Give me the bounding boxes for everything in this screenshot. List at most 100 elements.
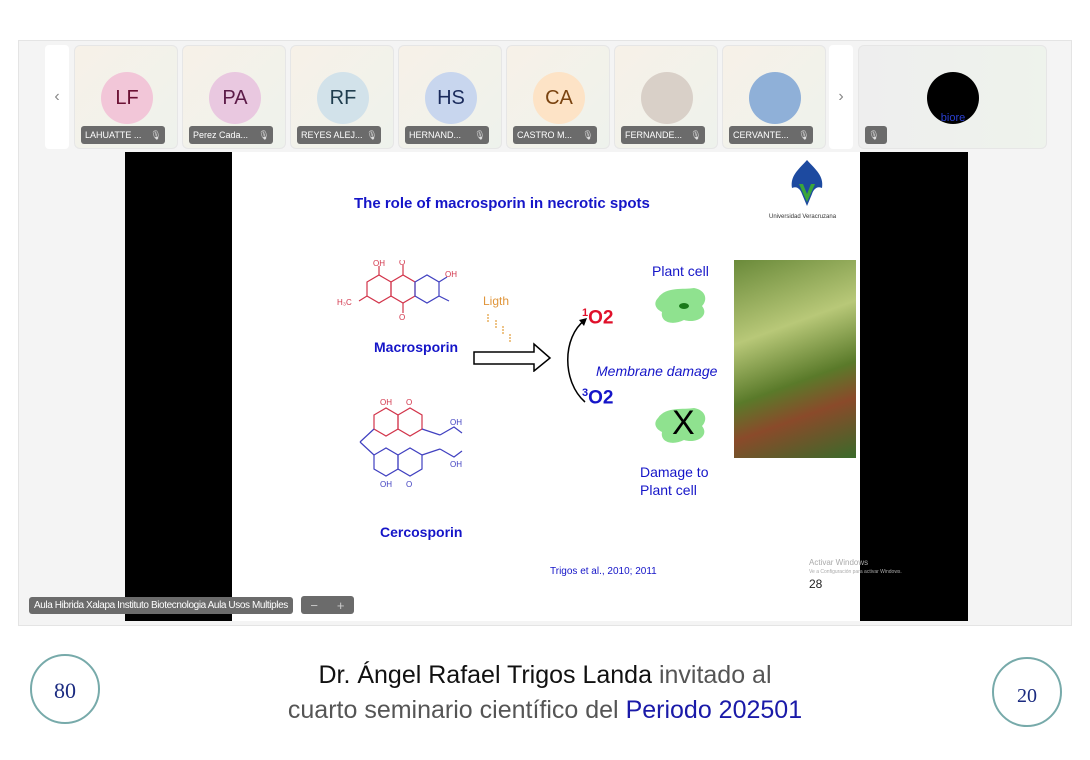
svg-text:O: O: [406, 398, 412, 407]
svg-text:O: O: [399, 313, 405, 322]
avatar-initials: LF: [115, 86, 139, 109]
event-caption: Dr. Ángel Rafael Trigos Landa invitado a…: [0, 658, 1090, 728]
plant-cell-icon: [655, 288, 706, 323]
mic-muted-badge: 🎙: [865, 126, 887, 144]
prev-participants-button[interactable]: ‹: [45, 45, 69, 149]
participant-name: FERNANDE...: [625, 130, 683, 140]
svg-text:OH: OH: [380, 398, 392, 407]
svg-text:H₃C: H₃C: [337, 298, 352, 307]
avatar: [749, 72, 801, 124]
singlet-text: O2: [588, 307, 614, 329]
uv-80-anniversary-seal: 80: [30, 654, 100, 724]
presentation-slide: The role of macrosporin in necrotic spot…: [232, 152, 902, 621]
zoom-out-button[interactable]: −: [310, 597, 318, 613]
triplet-superscript: 3: [582, 387, 589, 399]
avatar: RF: [317, 72, 369, 124]
svg-text:OH: OH: [450, 418, 462, 427]
avatar: LF: [101, 72, 153, 124]
participant-name-tag: LAHUATTE ...🎙: [81, 126, 165, 144]
next-participants-button[interactable]: ›: [829, 45, 853, 149]
caption-line1: invitado al: [652, 661, 772, 689]
participant-name: LAHUATTE ...: [85, 130, 142, 140]
membrane-damage-label: Membrane damage: [596, 363, 718, 379]
svg-text:O: O: [406, 480, 412, 489]
cercosporin-structure: OH O OH OH OH O: [359, 398, 463, 489]
participant-name-tag: Perez Cada... 🎙: [189, 126, 273, 144]
avatar: PA: [209, 72, 261, 124]
activation-watermark-sub: Ve a Configuración para activar Windows.: [809, 569, 902, 575]
svg-text:OH: OH: [373, 260, 385, 268]
avatar: CA: [533, 72, 585, 124]
cercosporin-label: Cercosporin: [380, 524, 463, 540]
macrosporin-structure: OH O O OH H₃C: [337, 260, 457, 322]
avatar-initials: HS: [437, 86, 465, 109]
slide-title: The role of macrosporin in necrotic spot…: [354, 195, 650, 212]
participant-name: CERVANTE...: [733, 130, 789, 140]
citation: Trigos et al., 2010; 2011: [550, 566, 657, 577]
participant-name: Perez Cada...: [193, 130, 249, 140]
participant-name-tag: CASTRO M... 🎙: [513, 126, 597, 144]
participant-tile[interactable]: HS HERNAND... 🎙: [398, 45, 502, 149]
damage-line1: Damage to: [640, 464, 709, 480]
seal-number: 20: [1017, 685, 1037, 707]
participant-tile[interactable]: FERNANDE... 🎙: [614, 45, 718, 149]
mic-off-icon: 🎙: [582, 130, 594, 140]
room-name-tag: Aula Hibrida Xalapa Instituto Biotecnolo…: [29, 596, 293, 614]
avatar: [641, 72, 693, 124]
damage-line2: Plant cell: [640, 482, 697, 498]
svg-text:OH: OH: [445, 270, 457, 279]
activation-watermark: Activar Windows: [809, 558, 869, 567]
participant-name: REYES ALEJ...: [301, 130, 363, 140]
avatar-initials: RF: [329, 86, 357, 109]
shared-screen: The role of macrosporin in necrotic spot…: [125, 152, 968, 621]
inbioteca-20-anniversary-seal: 20: [992, 657, 1062, 727]
featured-participant-tile[interactable]: biore 🎙: [858, 45, 1047, 149]
mic-off-icon: 🎙: [366, 130, 378, 140]
period-label: Periodo 202501: [625, 696, 803, 724]
meeting-window: ‹ LF LAHUATTE ...🎙PA Perez Cada...🎙RF RE…: [18, 40, 1072, 626]
chevron-right-icon: ›: [838, 88, 844, 105]
bottom-controls: Aula Hibrida Xalapa Instituto Biotecnolo…: [29, 596, 354, 614]
participant-name: CASTRO M...: [517, 130, 573, 140]
singlet-oxygen: 1O2: [582, 307, 613, 329]
triplet-oxygen: 3O2: [582, 387, 613, 409]
mic-off-icon: 🎙: [690, 130, 702, 140]
university-label: Universidad Veracruzana: [769, 214, 837, 220]
mic-off-icon: 🎙: [474, 130, 486, 140]
speaker-name: Dr. Ángel Rafael Trigos Landa: [318, 661, 652, 689]
damage-x-mark: X: [672, 404, 695, 442]
biore-logo: biore: [927, 72, 979, 124]
cycle-arrow: [567, 318, 587, 403]
slide-number: 28: [809, 577, 823, 591]
participant-tile[interactable]: CERVANTE... 🎙: [722, 45, 826, 149]
damaged-cell-icon: [655, 408, 706, 443]
slide-footer-right: Activar Windows Ve a Configuración para …: [809, 558, 902, 591]
avatar-initials: PA: [222, 86, 248, 109]
singlet-superscript: 1: [582, 307, 589, 319]
macrosporin-label: Macrosporin: [374, 339, 459, 355]
participant-tile[interactable]: LF LAHUATTE ...🎙: [74, 45, 178, 149]
plant-cell-label: Plant cell: [652, 263, 709, 279]
light-label: Ligth: [483, 294, 510, 308]
participant-tile[interactable]: CA CASTRO M... 🎙: [506, 45, 610, 149]
logo-text: biore: [940, 112, 966, 124]
zoom-in-button[interactable]: +: [336, 597, 345, 613]
zoom-controls: − +: [300, 596, 354, 614]
seal-number: 80: [54, 678, 76, 703]
participant-tile[interactable]: PA Perez Cada... 🎙: [182, 45, 286, 149]
damage-label: Damage to Plant cell: [640, 463, 708, 499]
papaya-leaf-photo: [734, 260, 856, 458]
triplet-text: O2: [588, 387, 614, 409]
reaction-arrow: [473, 314, 552, 372]
mic-off-icon: 🎙: [798, 130, 810, 140]
caption-line2: cuarto seminario científico del: [287, 696, 626, 724]
mic-off-icon: 🎙: [258, 130, 270, 140]
svg-text:OH: OH: [380, 480, 392, 489]
participant-name-tag: HERNAND... 🎙: [405, 126, 489, 144]
svg-text:OH: OH: [450, 460, 462, 469]
mic-off-icon: 🎙: [868, 130, 880, 140]
participant-tile[interactable]: RF REYES ALEJ...🎙: [290, 45, 394, 149]
svg-text:O: O: [399, 260, 405, 267]
participant-name-tag: FERNANDE... 🎙: [621, 126, 705, 144]
participant-name: HERNAND...: [409, 130, 462, 140]
